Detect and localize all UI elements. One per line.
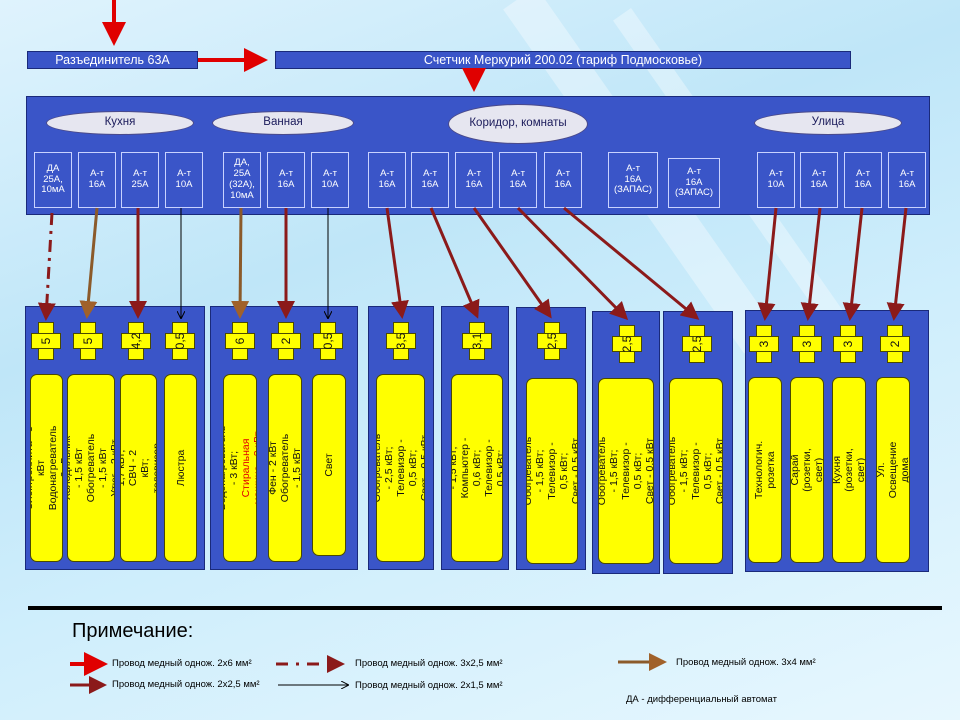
wire-2x2-5 (563, 206, 700, 320)
breaker: А-т 16А (78, 152, 116, 208)
breaker: А-т 25А (121, 152, 159, 208)
breaker-rcbo-kitchen: ДА 25А, 10мА (34, 152, 72, 208)
room-street: Улица (754, 111, 902, 135)
legend-label-3x4: Провод медный однож. 3х4 мм² (676, 657, 816, 668)
legend-label-2x1-5: Провод медный однож. 2х1,5 мм² (355, 680, 503, 691)
room-bath: Ванная (212, 111, 354, 135)
breaker: А-т 16А (844, 152, 882, 208)
socket-power: 3 (792, 325, 822, 363)
breaker: А-т 16А (499, 152, 537, 208)
socket-power: 4,2 (121, 322, 151, 360)
breaker-rcbo-bath: ДА, 25А (32А), 10мА (223, 152, 261, 208)
load-box: Обогреватель - 1,5 кВт; Компьютер - 0,6 … (451, 374, 503, 562)
breaker: А-т 16А (411, 152, 449, 208)
breaker: А-т 16А (544, 152, 582, 208)
socket-power: 2 (271, 322, 301, 360)
meter-bar: Счетчик Меркурий 200.02 (тариф Подмосков… (275, 51, 851, 69)
load-box: Холодильник - 1,5 кВт Обогреватель - 1,5… (67, 374, 115, 562)
socket-power: 2,5 (682, 325, 712, 363)
load-box: Водонагреватель - 3 кВт; Стиральная маши… (223, 374, 257, 562)
notes-title: Примечание: (72, 620, 194, 642)
breaker-spare: А-т 16А (ЗАПАС) (668, 158, 720, 208)
breaker: А-т 16А (800, 152, 838, 208)
socket-power: 5 (73, 322, 103, 360)
socket-power: 2 (880, 325, 910, 363)
socket-power: 2,5 (537, 322, 567, 360)
room-corridor: Коридор, комнаты (448, 104, 588, 144)
load-box: Сарай (розетки, свет) (790, 377, 824, 563)
socket-power: 0,5 (165, 322, 195, 360)
breaker-spare: А-т 16А (ЗАПАС) (608, 152, 658, 208)
breaker: А-т 16А (888, 152, 926, 208)
socket-power: 3,5 (386, 322, 416, 360)
breaker: А-т 16А (368, 152, 406, 208)
wire-2x2-5 (385, 207, 409, 319)
wire-3x2-5 (37, 212, 56, 321)
load-box: Обогреватель - 2,5 кВт; Телевизор - 0,5 … (376, 374, 425, 562)
breaker: А-т 16А (455, 152, 493, 208)
wire-2x2-5 (516, 206, 629, 321)
load-box: Обогреватель - 1,5 кВт; Телевизор - 0,5 … (526, 378, 578, 564)
legend-label-2x2-5: Провод медный однож. 2х2,5 мм² (112, 679, 260, 690)
socket-power: 2,5 (612, 325, 642, 363)
wire-3x4 (231, 207, 250, 319)
load-box: Люстра (164, 374, 197, 562)
load-box: Обогреватель - 1,5 кВт; Телевизор - 0,5 … (669, 378, 723, 564)
breaker: А-т 10А (757, 152, 795, 208)
socket-power: 0,5 (313, 322, 343, 360)
breaker: А-т 16А (267, 152, 305, 208)
load-box: Ул. Освещение дома (876, 377, 910, 563)
load-box: Свет (312, 374, 346, 556)
wire-2x2-5 (842, 207, 864, 321)
load-box: Обогреватель - 1,5 кВт; Телевизор - 0,5 … (598, 378, 654, 564)
divider (28, 606, 942, 610)
wire-3x4 (79, 207, 99, 319)
load-box: Фен - 2 кВт Обогреватель - 1,5 кВт (268, 374, 302, 562)
socket-power: 5 (31, 322, 61, 360)
load-box: Электроплита - 3 кВт Водонагреватель - 2… (30, 374, 63, 562)
socket-power: 6 (225, 322, 255, 360)
legend-label-2x6: Провод медный однож. 2х6 мм² (112, 658, 252, 669)
breaker: А-т 10А (311, 152, 349, 208)
socket-power: 3 (749, 325, 779, 363)
load-box: Кухня (розетки, свет) (832, 377, 866, 563)
wire-2x2-5 (757, 207, 778, 321)
load-box: Чайник - 1,7 кВт; СВЧ - 2 кВт; телевизор… (120, 374, 157, 562)
wire-2x2-5 (886, 207, 908, 321)
breaker: А-т 10А (165, 152, 203, 208)
legend-da-note: ДА - дифференциальный автомат (626, 694, 777, 705)
wire-2x2-5 (800, 207, 822, 321)
legend-label-3x2-5: Провод медный однож. 3х2,5 мм² (355, 658, 503, 669)
load-box: Технологич. розетка (748, 377, 782, 563)
room-kitchen: Кухня (46, 111, 194, 135)
socket-power: 3 (833, 325, 863, 363)
socket-power: 3,1 (462, 322, 492, 360)
disconnector-bar: Разъединитель 63А (27, 51, 198, 69)
wire-2x2-5 (472, 207, 552, 319)
wire-2x2-5 (429, 207, 480, 319)
